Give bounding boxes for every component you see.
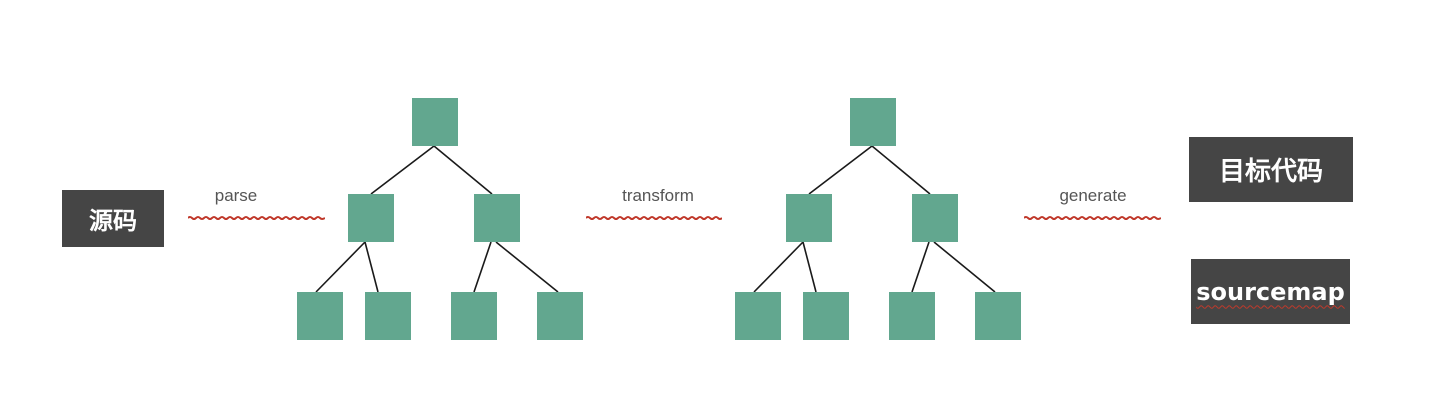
tree-edge [933,241,996,293]
tree-node-leaf [803,292,849,340]
tree-edge [473,241,492,293]
ast-tree-after [735,98,1021,340]
tree-node [348,194,394,242]
tree-node-leaf [297,292,343,340]
tree-node-leaf [365,292,411,340]
target-code-label: 目标代码 [1218,157,1323,187]
parse-connector-line [188,216,325,220]
tree-edge [808,145,873,195]
parse-label: parse [214,186,258,205]
ast-tree-before [297,98,583,340]
tree-node [912,194,958,242]
tree-node-leaf [975,292,1021,340]
sourcemap-label: sourcemap [1196,277,1345,306]
tree-node [474,194,520,242]
tree-node-leaf [537,292,583,340]
tree-edge [911,241,930,293]
tree-node-root [850,98,896,146]
tree-edge [433,145,493,195]
tree-node-leaf [735,292,781,340]
tree-edge [802,241,817,293]
tree-edge [871,145,931,195]
source-code-label: 源码 [89,207,137,235]
sourcemap-box: sourcemap [1191,259,1350,324]
tree-edge [495,241,559,293]
target-code-box: 目标代码 [1189,137,1353,202]
transform-connector-line [586,216,722,220]
tree-node-leaf [451,292,497,340]
tree-edge [315,241,366,293]
generate-connector-line [1024,216,1161,220]
tree-node-leaf [889,292,935,340]
tree-edge [753,241,804,293]
tree-edge [370,145,435,195]
tree-node-root [412,98,458,146]
source-code-box: 源码 [62,190,164,247]
tree-node [786,194,832,242]
generate-label: generate [1059,186,1127,205]
transform-label: transform [622,186,694,205]
tree-edge [364,241,379,293]
